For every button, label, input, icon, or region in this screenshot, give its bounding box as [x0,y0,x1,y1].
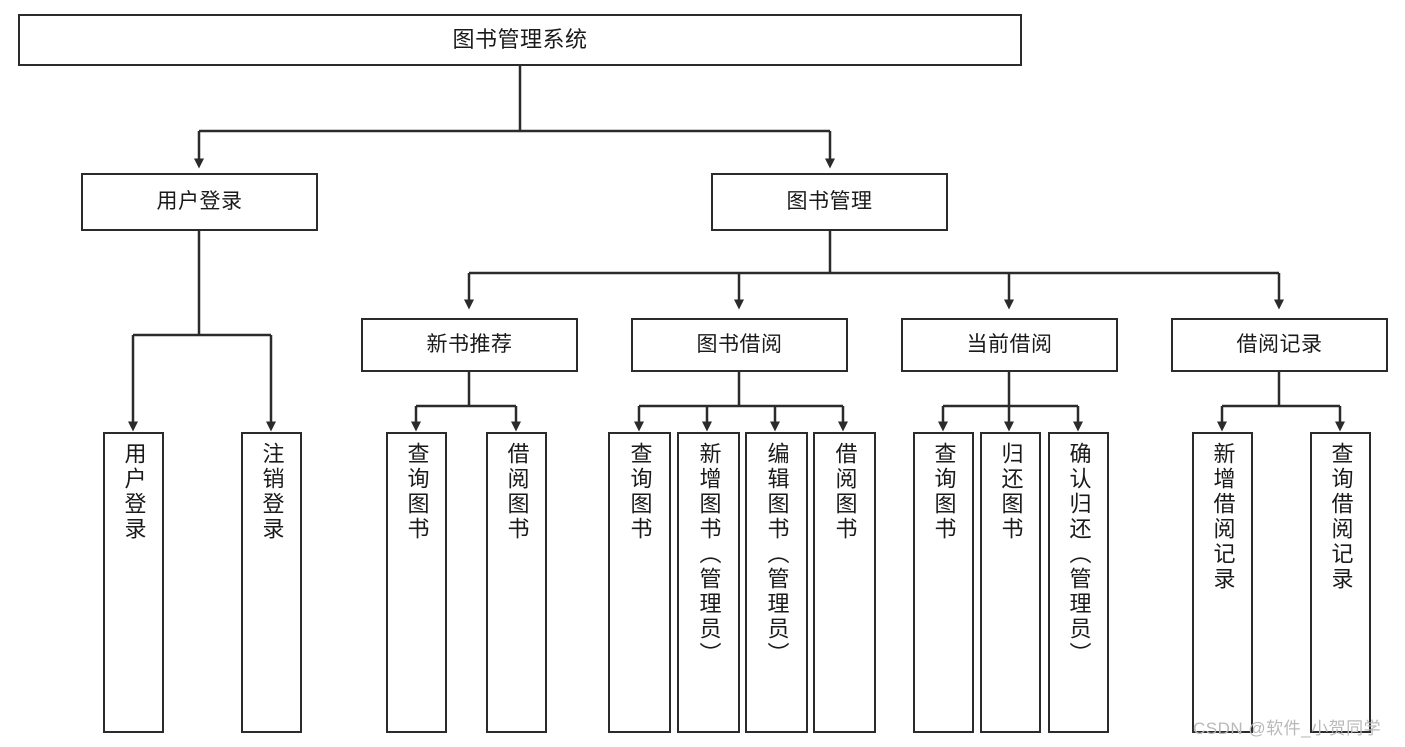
node-label: 注销登录 [259,442,285,542]
node-label: 查询图书 [627,442,653,542]
node-label: 新书推荐 [426,332,513,356]
watermark-csdn: CSDN @软件_小贺同学 [1193,719,1382,738]
node-label: 图书管理系统 [452,27,588,53]
node-label: 用户登录 [121,442,147,542]
node-book-borrow[interactable]: 图书借阅 [631,318,848,372]
leaf-book-borrow-borrow-book[interactable]: 借阅图书 [813,432,876,733]
node-borrow-record[interactable]: 借阅记录 [1171,318,1388,372]
leaf-new-book-query-book[interactable]: 查询图书 [386,432,447,733]
node-label: 图书管理 [786,189,873,213]
leaf-book-borrow-edit-book-admin[interactable]: 编辑图书（管理员） [745,432,808,733]
node-label: 查询图书 [404,442,430,542]
leaf-current-borrow-return-book[interactable]: 归还图书 [980,432,1041,733]
leaf-book-borrow-query-book[interactable]: 查询图书 [608,432,671,733]
leaf-borrow-record-query-record[interactable]: 查询借阅记录 [1310,432,1371,733]
node-user-login[interactable]: 用户登录 [81,173,318,231]
leaf-current-borrow-confirm-return-admin[interactable]: 确认归还（管理员） [1048,432,1109,733]
node-label: 借阅图书 [832,442,858,542]
node-label: 查询借阅记录 [1328,442,1354,592]
node-label: 用户登录 [156,189,243,213]
node-label: 编辑图书（管理员） [764,442,790,667]
node-label: 新增借阅记录 [1210,442,1236,592]
node-label: 查询图书 [931,442,957,542]
leaf-user-login-login[interactable]: 用户登录 [103,432,164,733]
node-label: 当前借阅 [966,332,1053,356]
node-new-book-recommend[interactable]: 新书推荐 [361,318,578,372]
leaf-user-login-logout[interactable]: 注销登录 [241,432,302,733]
node-root-book-management-system[interactable]: 图书管理系统 [18,14,1022,66]
node-current-borrow[interactable]: 当前借阅 [901,318,1118,372]
node-label: 新增图书（管理员） [696,442,722,667]
leaf-new-book-borrow-book[interactable]: 借阅图书 [486,432,547,733]
node-label: 图书借阅 [696,332,783,356]
leaf-current-borrow-query-book[interactable]: 查询图书 [913,432,974,733]
node-book-management[interactable]: 图书管理 [711,173,948,231]
leaf-borrow-record-add-record[interactable]: 新增借阅记录 [1192,432,1253,733]
node-label: 归还图书 [998,442,1024,542]
node-label: 借阅记录 [1236,332,1323,356]
leaf-book-borrow-add-book-admin[interactable]: 新增图书（管理员） [677,432,740,733]
node-label: 确认归还（管理员） [1066,442,1092,667]
node-label: 借阅图书 [504,442,530,542]
